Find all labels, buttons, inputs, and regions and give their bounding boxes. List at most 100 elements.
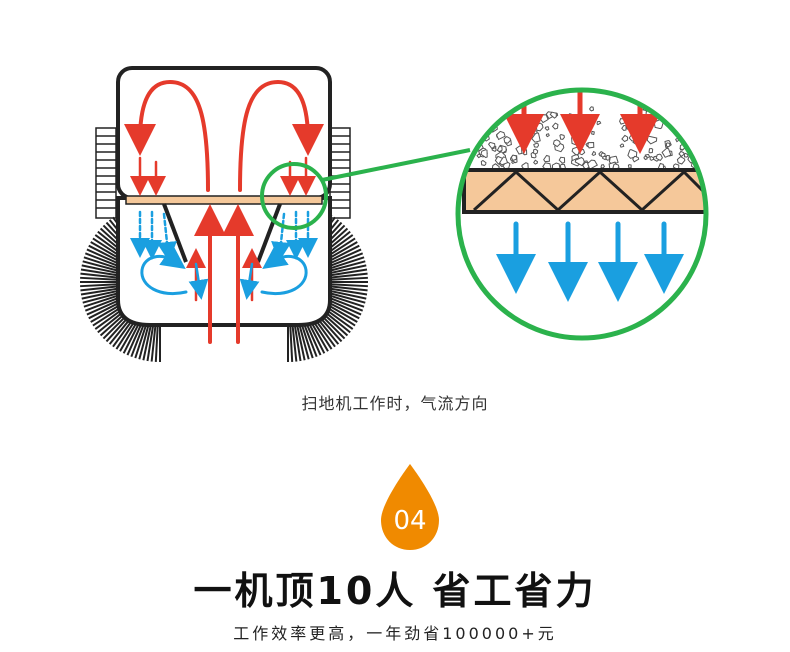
magnified-filter-view: [455, 87, 716, 341]
bristle: [80, 276, 121, 281]
dust-particle: [496, 145, 503, 153]
bristle: [325, 293, 365, 308]
bristle: [326, 291, 366, 304]
subline: 工作效率更高，一年劲省100000+元: [233, 624, 557, 643]
dust-particle: [480, 149, 488, 159]
dust-particle: [704, 144, 706, 155]
dust-particle: [643, 155, 648, 161]
dust-particle: [574, 156, 585, 167]
bristle: [297, 320, 310, 360]
bristle: [83, 256, 123, 271]
dust-particle: [522, 149, 528, 156]
dust-particle: [567, 113, 572, 118]
bristle: [80, 268, 121, 277]
bristle: [80, 272, 121, 279]
bristle: [82, 260, 122, 273]
dust-particle: [549, 111, 557, 119]
diagram-caption: 扫地机工作时，气流方向: [301, 394, 489, 413]
dust-box-body: [116, 66, 332, 200]
dust-particle: [587, 141, 595, 149]
bristle: [80, 283, 121, 288]
dust-particle: [655, 153, 663, 162]
dust-particle: [499, 156, 509, 166]
bristle: [289, 321, 294, 362]
airflow-in-arrows: [124, 79, 324, 344]
bristle: [81, 289, 122, 300]
dust-particle: [676, 155, 686, 165]
bristle: [295, 320, 306, 361]
airflow-diagram: [80, 66, 716, 362]
dust-particle: [476, 153, 482, 159]
side-comb-left: [95, 127, 117, 219]
dust-particle: [701, 152, 706, 163]
dust-particle: [491, 147, 497, 153]
dust-particle: [600, 164, 606, 169]
dust-particle: [661, 147, 672, 158]
dust-particle: [487, 141, 496, 150]
magnifier-source-ring: [260, 162, 328, 230]
dust-particle: [683, 152, 689, 158]
bristle: [80, 285, 121, 292]
dust-particle: [704, 158, 706, 167]
airflow-out-arrows: [130, 210, 318, 300]
bristle: [327, 287, 368, 296]
bristle: [138, 320, 151, 360]
bristle: [150, 321, 157, 362]
dust-particle: [600, 152, 606, 158]
dust-particle: [552, 139, 561, 148]
bristle: [154, 321, 159, 362]
dust-particle: [648, 147, 654, 154]
dust-particle: [707, 156, 716, 165]
bristle: [293, 321, 302, 362]
dust-particle: [545, 133, 550, 138]
bristle: [327, 283, 368, 288]
magnifier-connector: [321, 148, 471, 182]
dust-particle: [676, 113, 681, 118]
dust-particle: [533, 148, 539, 155]
dust-particle: [551, 122, 559, 130]
bristle: [291, 321, 298, 362]
bristle: [327, 268, 368, 277]
filter-strip: [125, 195, 323, 205]
dust-particle: [707, 149, 712, 154]
dust-particle: [558, 156, 566, 164]
magnified-out-arrows: [496, 221, 684, 302]
bristle: [82, 291, 122, 304]
dust-particle: [700, 132, 706, 143]
bristle: [326, 289, 367, 300]
bristle: [326, 264, 367, 275]
headline: 一机顶10人 省工省力: [193, 569, 597, 613]
dust-particle: [533, 159, 539, 165]
dust-particle: [510, 154, 517, 161]
bristle: [326, 260, 366, 273]
dust-particle: [543, 154, 550, 163]
dust-particle: [589, 106, 595, 112]
bristle: [327, 272, 368, 279]
dust-particle: [480, 159, 487, 166]
bristle: [327, 276, 368, 281]
dust-particle: [694, 111, 703, 121]
suction-chamber: [116, 196, 332, 327]
bristle: [327, 285, 368, 292]
dust-particle: [665, 142, 671, 148]
section-number: 04: [393, 506, 427, 536]
bristle: [81, 264, 122, 275]
bristle: [142, 320, 153, 361]
dust-particle: [632, 155, 640, 163]
dust-particle: [627, 164, 632, 169]
dust-particle: [478, 110, 484, 117]
dust-particle: [619, 143, 625, 148]
dust-particle: [698, 141, 705, 148]
dust-particle: [544, 126, 550, 131]
dust-particle: [521, 137, 527, 143]
dust-particle: [591, 130, 595, 136]
dust-particle: [678, 150, 685, 158]
dust-particle: [695, 100, 702, 108]
magnifier-ring: [455, 87, 709, 341]
dust-particle: [559, 134, 565, 140]
side-comb-right: [329, 127, 351, 219]
dust-particle: [678, 123, 687, 131]
bristle: [83, 293, 123, 308]
filter-truss: [472, 169, 706, 213]
filter-layer: [462, 168, 706, 214]
